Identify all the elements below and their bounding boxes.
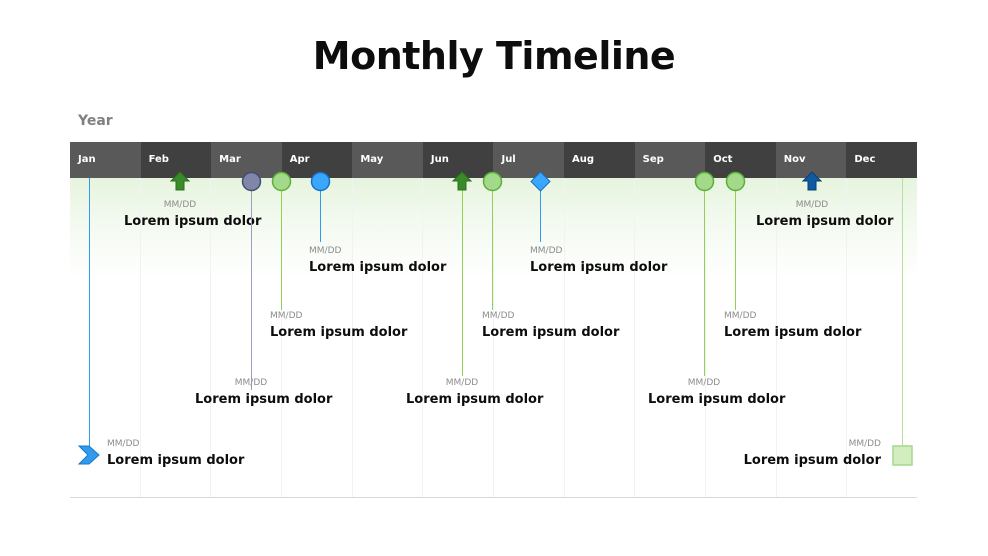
event-date: MM/DD bbox=[848, 439, 881, 449]
event-text: Lorem ipsum dolor bbox=[406, 392, 544, 407]
stem bbox=[902, 178, 903, 446]
column bbox=[423, 178, 495, 498]
diamond-icon bbox=[530, 171, 551, 192]
event-text: Lorem ipsum dolor bbox=[124, 214, 262, 229]
column bbox=[706, 178, 777, 498]
month-mar: Mar bbox=[211, 142, 282, 178]
event-label: MM/DD Lorem ipsum dolor bbox=[195, 378, 333, 407]
event-date: MM/DD bbox=[309, 246, 342, 256]
circle-icon bbox=[241, 171, 262, 192]
month-apr: Apr bbox=[281, 142, 353, 178]
column bbox=[635, 178, 707, 498]
event-date: MM/DD bbox=[724, 311, 757, 321]
stem bbox=[540, 188, 541, 242]
event-text: Lorem ipsum dolor bbox=[743, 453, 881, 468]
event-label: MM/DD Lorem ipsum dolor bbox=[270, 311, 407, 340]
event-date: MM/DD bbox=[234, 378, 268, 388]
month-oct: Oct bbox=[705, 142, 776, 178]
circle-icon bbox=[310, 171, 331, 192]
event-date: MM/DD bbox=[482, 311, 515, 321]
month-columns bbox=[70, 178, 917, 498]
month-jul: Jul bbox=[493, 142, 565, 178]
event-date: MM/DD bbox=[163, 200, 197, 210]
stem bbox=[492, 190, 493, 310]
baseline bbox=[70, 497, 917, 498]
event-label: MM/DD Lorem ipsum dolor bbox=[107, 439, 244, 468]
month-dec: Dec bbox=[846, 142, 917, 178]
event-text: Lorem ipsum dolor bbox=[270, 325, 408, 340]
stem bbox=[462, 188, 463, 376]
page-title: Monthly Timeline bbox=[312, 34, 676, 78]
month-feb: Feb bbox=[140, 142, 212, 178]
event-text: Lorem ipsum dolor bbox=[107, 453, 245, 468]
event-label: MM/DD Lorem ipsum dolor bbox=[530, 246, 667, 275]
event-text: Lorem ipsum dolor bbox=[482, 325, 620, 340]
event-date: MM/DD bbox=[687, 378, 721, 388]
event-label: MM/DD Lorem ipsum dolor bbox=[756, 200, 894, 229]
timeline: Jan Feb Mar Apr May Jun Jul Aug Sep Oct … bbox=[70, 142, 917, 498]
month-band: Jan Feb Mar Apr May Jun Jul Aug Sep Oct … bbox=[70, 142, 917, 178]
stem bbox=[704, 190, 705, 376]
event-date: MM/DD bbox=[107, 439, 140, 449]
stem bbox=[281, 190, 282, 310]
stem bbox=[735, 190, 736, 310]
event-label: MM/DD Lorem ipsum dolor bbox=[309, 246, 446, 275]
column bbox=[141, 178, 212, 498]
month-sep: Sep bbox=[634, 142, 706, 178]
stem bbox=[251, 190, 252, 390]
month-aug: Aug bbox=[564, 142, 635, 178]
stem bbox=[320, 190, 321, 242]
stem bbox=[89, 178, 90, 446]
month-jun: Jun bbox=[422, 142, 494, 178]
event-text: Lorem ipsum dolor bbox=[724, 325, 862, 340]
event-text: Lorem ipsum dolor bbox=[530, 260, 668, 275]
event-label: MM/DD Lorem ipsum dolor bbox=[648, 378, 786, 407]
square-icon bbox=[892, 445, 913, 466]
column bbox=[282, 178, 353, 498]
column bbox=[494, 178, 565, 498]
event-date: MM/DD bbox=[270, 311, 303, 321]
event-date: MM/DD bbox=[530, 246, 563, 256]
column bbox=[211, 178, 283, 498]
column bbox=[565, 178, 636, 498]
event-text: Lorem ipsum dolor bbox=[195, 392, 333, 407]
event-label: MM/DD Lorem ipsum dolor bbox=[482, 311, 619, 340]
event-label: MM/DD Lorem ipsum dolor bbox=[406, 378, 544, 407]
event-date: MM/DD bbox=[795, 200, 829, 210]
column bbox=[777, 178, 848, 498]
column bbox=[70, 178, 141, 498]
event-label: MM/DD Lorem ipsum dolor bbox=[744, 439, 881, 468]
circle-icon bbox=[271, 171, 292, 192]
circle-icon bbox=[694, 171, 715, 192]
arrow-up-icon bbox=[170, 171, 190, 191]
month-nov: Nov bbox=[775, 142, 847, 178]
year-label: Year bbox=[78, 113, 113, 129]
arrow-up-icon bbox=[802, 171, 822, 191]
circle-icon bbox=[482, 171, 503, 192]
event-label: MM/DD Lorem ipsum dolor bbox=[724, 311, 861, 340]
column bbox=[353, 178, 424, 498]
event-text: Lorem ipsum dolor bbox=[648, 392, 786, 407]
event-label: MM/DD Lorem ipsum dolor bbox=[124, 200, 262, 229]
month-jan: Jan bbox=[70, 142, 141, 178]
circle-icon bbox=[725, 171, 746, 192]
event-text: Lorem ipsum dolor bbox=[309, 260, 447, 275]
arrow-up-icon bbox=[452, 171, 472, 191]
event-text: Lorem ipsum dolor bbox=[756, 214, 894, 229]
event-date: MM/DD bbox=[445, 378, 479, 388]
chevron-right-icon bbox=[78, 445, 100, 465]
month-may: May bbox=[352, 142, 423, 178]
